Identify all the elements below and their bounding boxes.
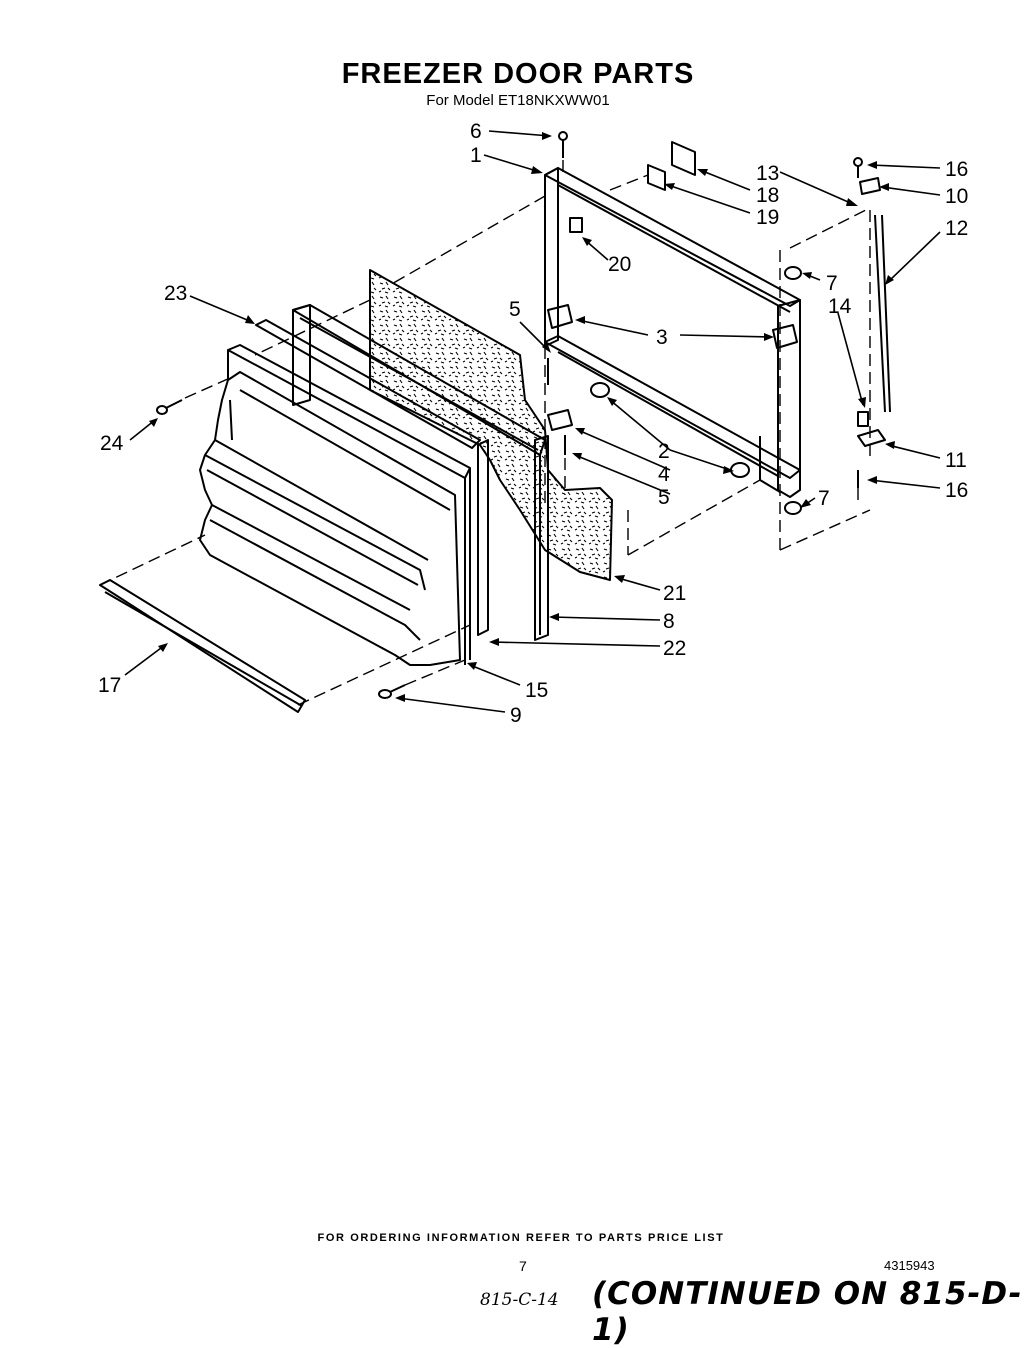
cap-part-20 [569,217,583,233]
hinge-pin-part-12 [874,214,891,413]
leader-lines [124,130,941,713]
callout-22: 22 [663,637,686,660]
plug-part-7-bottom [784,501,802,515]
hinge-part-4 [547,409,573,431]
door-liner-part-15 [227,344,471,665]
continued-note: (CONTINUED ON 815-D-1) [592,1276,1023,1348]
screw-part-6 [558,131,568,158]
gasket-part-23 [255,319,489,636]
callout-13: 13 [756,162,779,185]
callout-labels: 6 1 13 18 19 16 10 12 20 7 14 23 5 3 24 … [98,120,968,727]
hinge-bracket-part-10 [859,177,881,195]
callout-17: 17 [98,674,121,697]
screw-part-16-top [853,157,863,178]
callout-16-top: 16 [945,158,968,181]
handwritten-reference: 815-C-14 [480,1290,559,1310]
exploded-view-diagram: 6 1 13 18 19 16 10 12 20 7 14 23 5 3 24 … [98,120,968,727]
callout-14: 14 [828,295,852,318]
model-subtitle: For Model ET18NKXWW01 [426,92,610,109]
callout-2: 2 [658,440,670,463]
callout-4: 4 [658,463,670,486]
door-frame-part-1 [544,167,801,498]
callout-5-bottom: 5 [658,486,670,509]
callout-24: 24 [100,432,124,455]
callout-11: 11 [945,449,967,472]
callout-7-top: 7 [826,272,838,295]
document-number: 4315943 [884,1258,935,1273]
hinge-plate-part-3 [547,304,798,349]
screw-part-5 [547,358,566,455]
page-title: FREEZER DOOR PARTS [341,58,695,90]
callout-12: 12 [945,217,968,240]
callout-21: 21 [663,582,686,605]
door-liner-body [199,371,461,666]
callout-6: 6 [470,120,482,143]
callout-8: 8 [663,610,675,633]
callout-23: 23 [164,282,187,305]
screw-part-24 [156,399,183,415]
callout-19: 19 [756,206,779,229]
assembly-guide-lines [99,160,871,706]
callout-1: 1 [470,144,482,167]
callout-3: 3 [656,326,668,349]
hinge-bracket-part-11 [857,429,886,447]
screw-part-9 [378,684,406,699]
clip-part-18-19 [647,141,696,191]
callout-18: 18 [756,184,779,207]
ordering-info-note: FOR ORDERING INFORMATION REFER TO PARTS … [317,1232,725,1244]
page-number: 7 [519,1258,527,1274]
door-rail-part-17 [99,579,306,713]
parts-diagram-page: FREEZER DOOR PARTS For Model ET18NKXWW01 [98,58,1022,1348]
shim-part-14 [857,411,869,427]
callout-10: 10 [945,185,968,208]
leader-arrowheads [149,132,895,702]
callout-15: 15 [525,679,548,702]
callout-16-bottom: 16 [945,479,968,502]
callout-9: 9 [510,704,522,727]
plug-part-7-top [784,266,802,280]
callout-5-top: 5 [509,298,521,321]
callout-7-bottom: 7 [818,487,830,510]
callout-20: 20 [608,253,631,276]
